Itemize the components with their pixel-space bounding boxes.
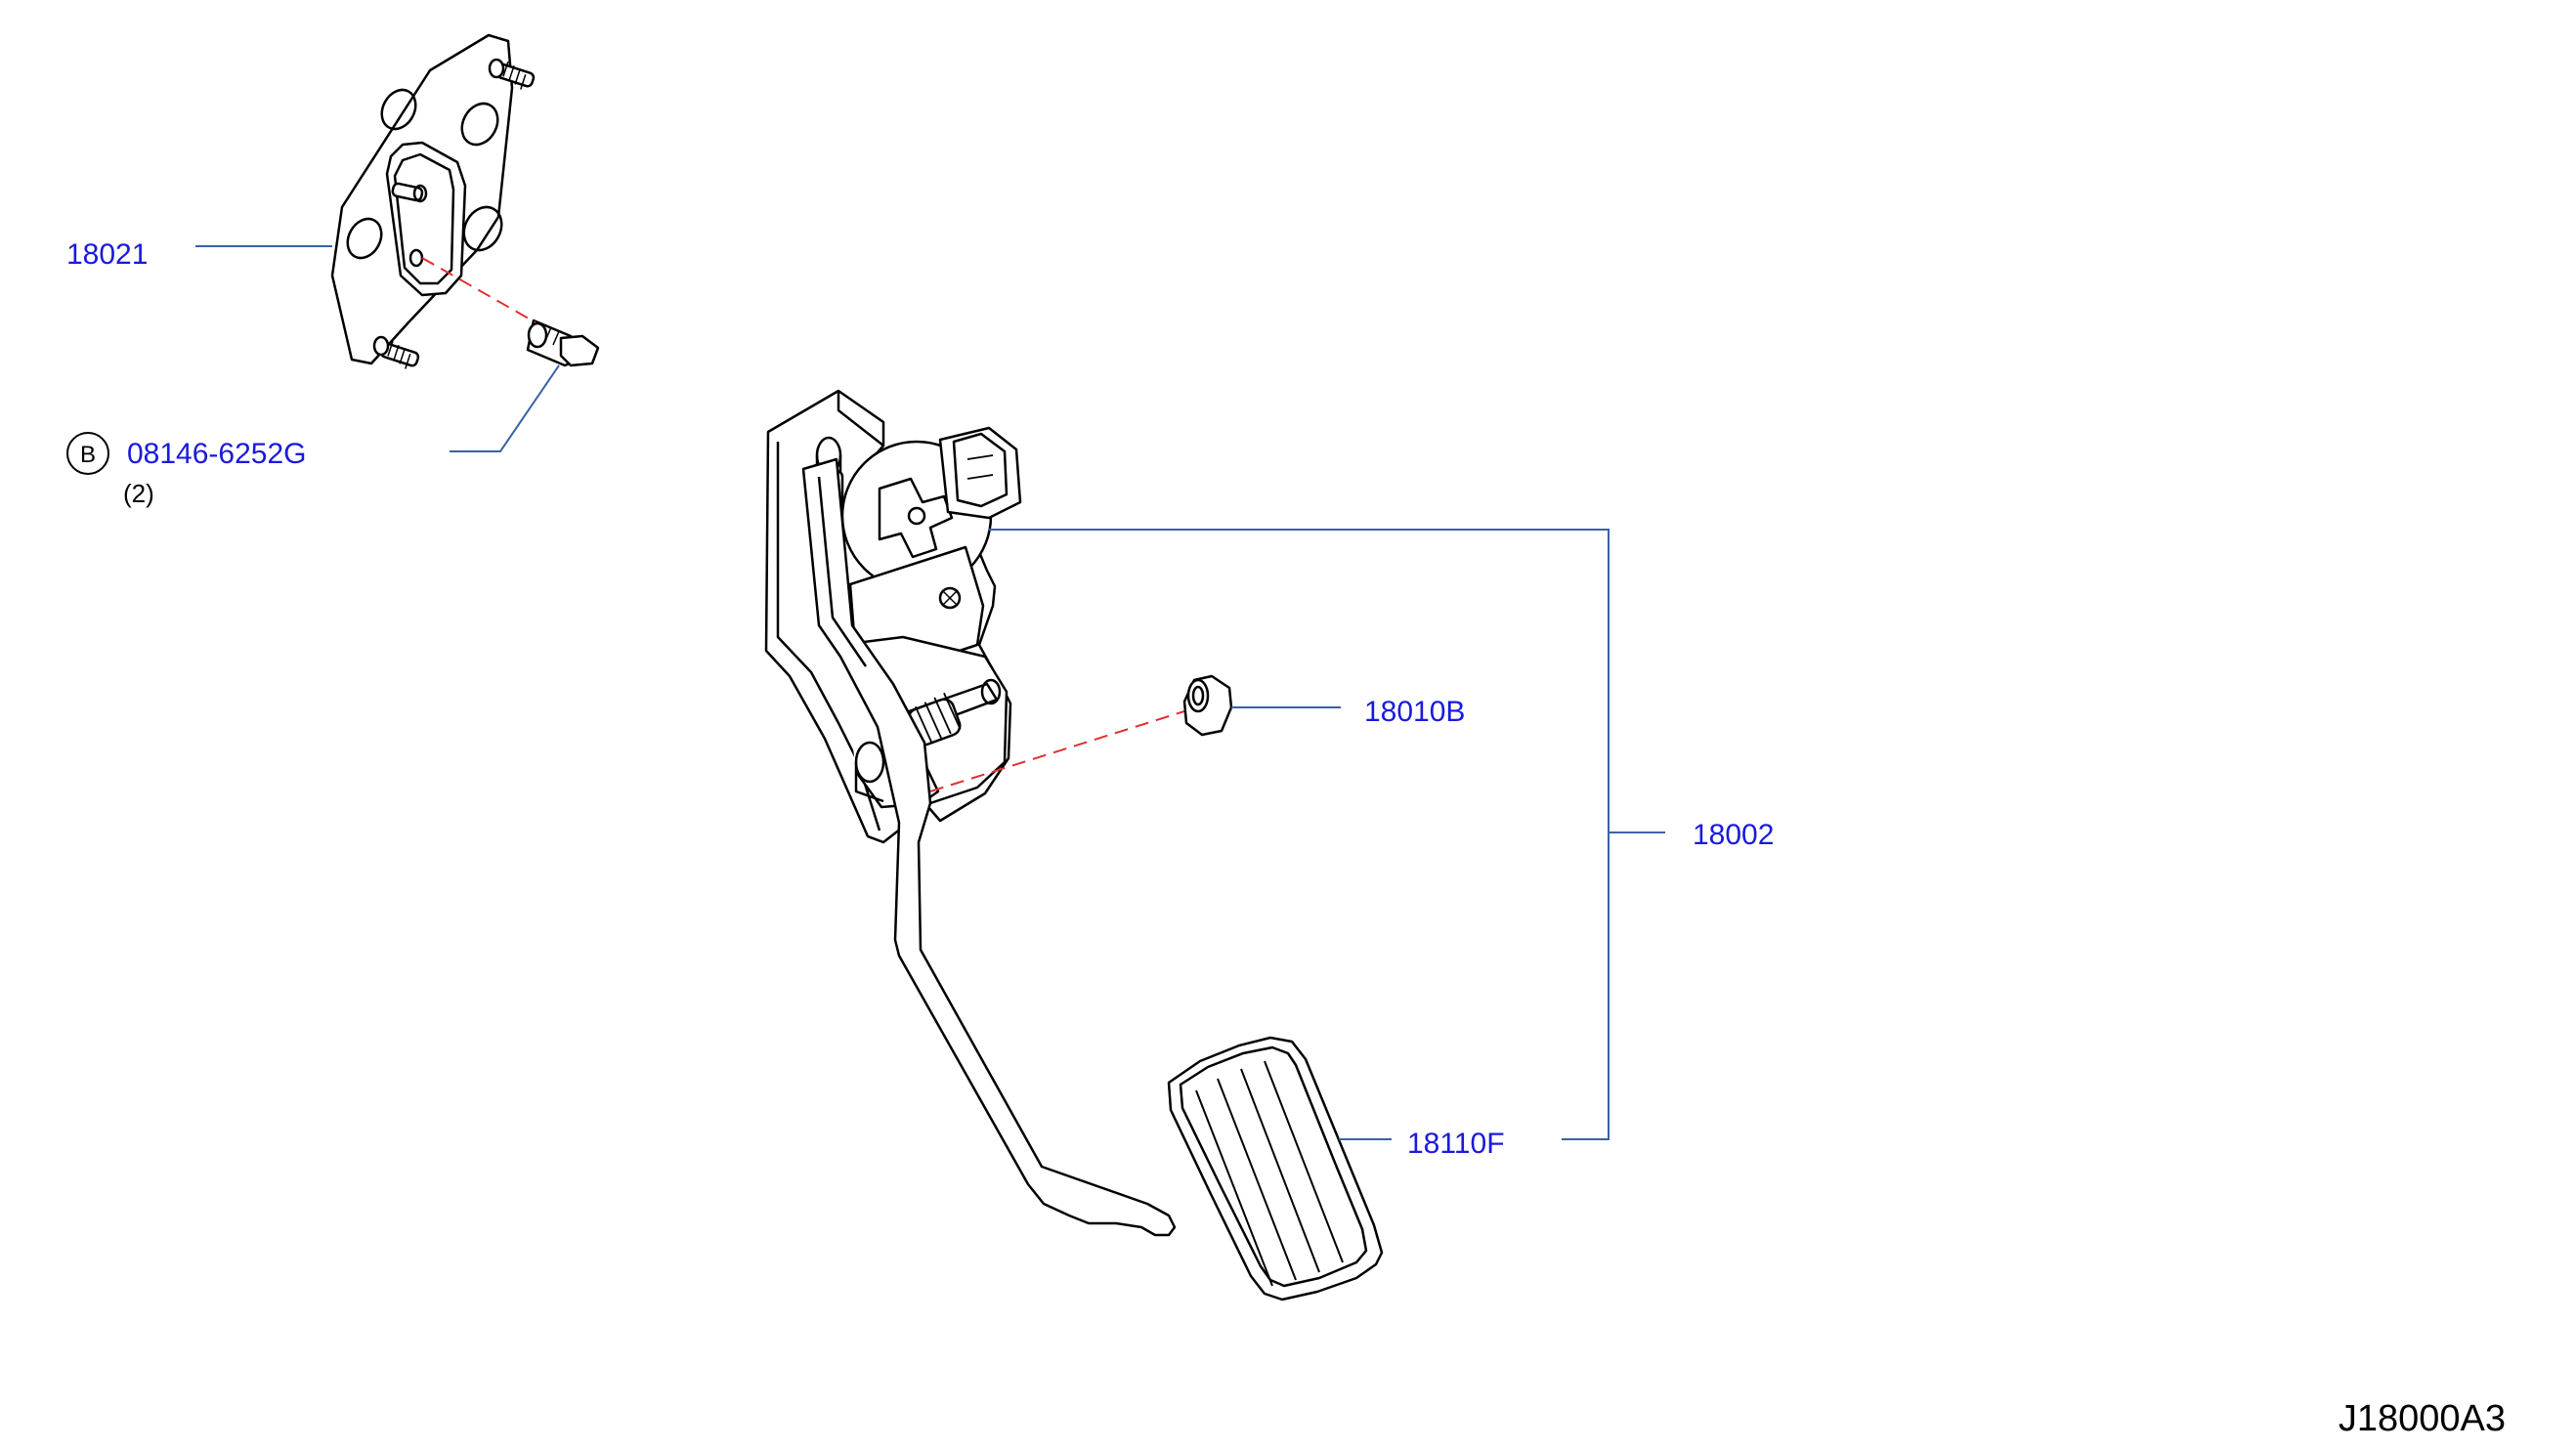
diagram-code: J18000A3 bbox=[2339, 1398, 2506, 1439]
stud-top bbox=[488, 58, 536, 90]
leader-18002-bracket bbox=[989, 529, 1610, 1140]
callout-18110F[interactable]: 18110F bbox=[1407, 1128, 1505, 1160]
callout-18002[interactable]: 18002 bbox=[1693, 819, 1774, 851]
callout-marker-b: B bbox=[66, 432, 109, 475]
pedal-pad-18110F-drawing bbox=[1167, 1036, 1384, 1301]
stud-bottom bbox=[372, 335, 420, 369]
nut-18010B-drawing bbox=[1182, 674, 1233, 737]
callout-18021[interactable]: 18021 bbox=[66, 238, 148, 271]
pedal-assembly-drawing bbox=[764, 389, 1177, 1237]
callout-08146-6252G[interactable]: 08146-6252G bbox=[127, 438, 307, 470]
leader-08146-6252G bbox=[450, 364, 560, 452]
hidden-line-bolt bbox=[421, 257, 537, 323]
leader-lines bbox=[195, 245, 1665, 1140]
hidden-line-nut bbox=[929, 710, 1185, 792]
callout-quantity: (2) bbox=[123, 479, 154, 508]
bracket-18021-drawing bbox=[330, 33, 536, 369]
bolt-08146-6252G-drawing bbox=[526, 319, 600, 367]
callout-18010B[interactable]: 18010B bbox=[1364, 696, 1465, 728]
callout-marker-letter: B bbox=[80, 442, 96, 468]
